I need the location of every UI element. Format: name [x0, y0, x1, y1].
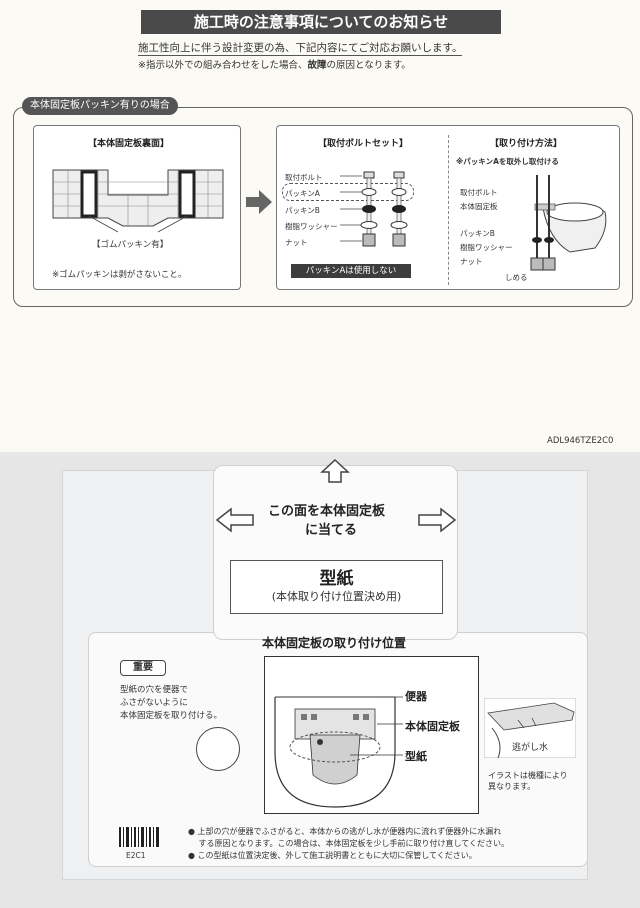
panel2-label-packing-b: パッキンB	[285, 206, 320, 215]
panel2-heading: 【取付ボルトセット】	[318, 139, 409, 149]
panel2-label-bolt: 取付ボルト	[285, 173, 323, 182]
illustration-note-2: 異なります。	[488, 782, 536, 791]
panel2-label-packing-a: パッキンA	[285, 189, 320, 198]
template-subtitle: (本体取り付け位置決め用)	[271, 590, 402, 603]
panel3-heading: 【取り付け方法】	[490, 139, 563, 149]
toilet-top-view-illustration	[274, 696, 403, 808]
notice-title: 施工時の注意事項についてのお知らせ	[141, 10, 501, 34]
up-arrow-icon	[320, 458, 350, 483]
notice-line-2-a: ※指示以外での組み合わせをした場合、	[138, 60, 308, 71]
drain-water-illustration	[484, 698, 576, 758]
template-title: 型紙	[319, 569, 354, 589]
right-arrow-outline-icon	[418, 507, 457, 533]
panel1-caption: 【ゴムパッキン有】	[92, 240, 169, 250]
panel2-label-nut: ナット	[285, 238, 308, 247]
panel3-label-packing-b: パッキンB	[460, 229, 495, 238]
tab-instruction-2: に当てる	[305, 523, 358, 538]
position-title: 本体固定板の取り付け位置	[262, 636, 407, 650]
barcode-text: E2C1	[126, 851, 146, 860]
plate-back-illustration	[52, 169, 224, 233]
section-label: 本体固定板パッキン有りの場合	[22, 97, 178, 115]
tab-instruction-1: この面を本体固定板	[268, 504, 386, 519]
important-line-3: 本体固定板を取り付ける。	[120, 711, 223, 721]
right-arrow-icon	[246, 190, 272, 214]
template-hole	[196, 727, 240, 771]
bolt-set-illustration	[340, 171, 408, 247]
important-badge: 重要	[120, 660, 166, 676]
inset-label-template: 型紙	[405, 750, 427, 763]
left-arrow-icon	[215, 507, 254, 533]
tighten-label: しめる	[505, 273, 528, 282]
notice-line-1: 施工性向上に伴う設計変更の為、下記内容にてご対応お願いします。	[138, 42, 463, 56]
note-line-3: ● この型紙は位置決定後、外して施工説明書とともに大切に保管してください。	[188, 851, 477, 860]
note-line-1: ● 上部の穴が便器でふさがると、本体からの逃がし水が便器内に流れず便器外に水漏れ	[188, 827, 502, 836]
panel3-subheading: ※パッキンAを取外し取付ける	[456, 157, 559, 166]
notice-line-2: ※指示以外での組み合わせをした場合、故障の原因となります。	[138, 57, 411, 71]
barcode-icon	[118, 826, 160, 848]
inset-label-plate: 本体固定板	[405, 720, 460, 733]
notice-line-2-b: 故障	[307, 60, 327, 71]
important-line-2: ふさがないように	[120, 698, 188, 708]
toilet-install-illustration	[530, 175, 607, 271]
panel2-label-washer: 樹脂ワッシャー	[285, 222, 338, 231]
no-packing-a-bar: パッキンAは使用しない	[291, 264, 411, 278]
note-line-2: する原因となります。この場合は、本体固定板を少し手前に取り付け直してください。	[188, 839, 510, 848]
inset-label-toilet: 便器	[405, 690, 427, 703]
illustration-note-1: イラストは機種により	[488, 771, 568, 780]
packing-a-highlight	[282, 183, 414, 201]
template-label-box	[230, 560, 443, 614]
panel3-label-washer: 樹脂ワッシャー	[460, 243, 513, 252]
packing-section	[13, 107, 633, 307]
panel3-label-nut: ナット	[460, 257, 483, 266]
product-code: ADL946TZE2C0	[547, 436, 614, 446]
drain-label: 逃がし水	[512, 743, 549, 753]
notice-line-2-c: の原因となります。	[326, 60, 411, 71]
panel3-label-plate: 本体固定板	[460, 202, 498, 211]
panel1-heading: 【本体固定板裏面】	[88, 139, 170, 149]
important-line-1: 型紙の穴を便器で	[120, 685, 189, 695]
panel1-note: ※ゴムパッキンは剥がさないこと。	[52, 270, 187, 280]
panel-divider	[448, 135, 449, 285]
panel3-label-bolt: 取付ボルト	[460, 188, 498, 197]
